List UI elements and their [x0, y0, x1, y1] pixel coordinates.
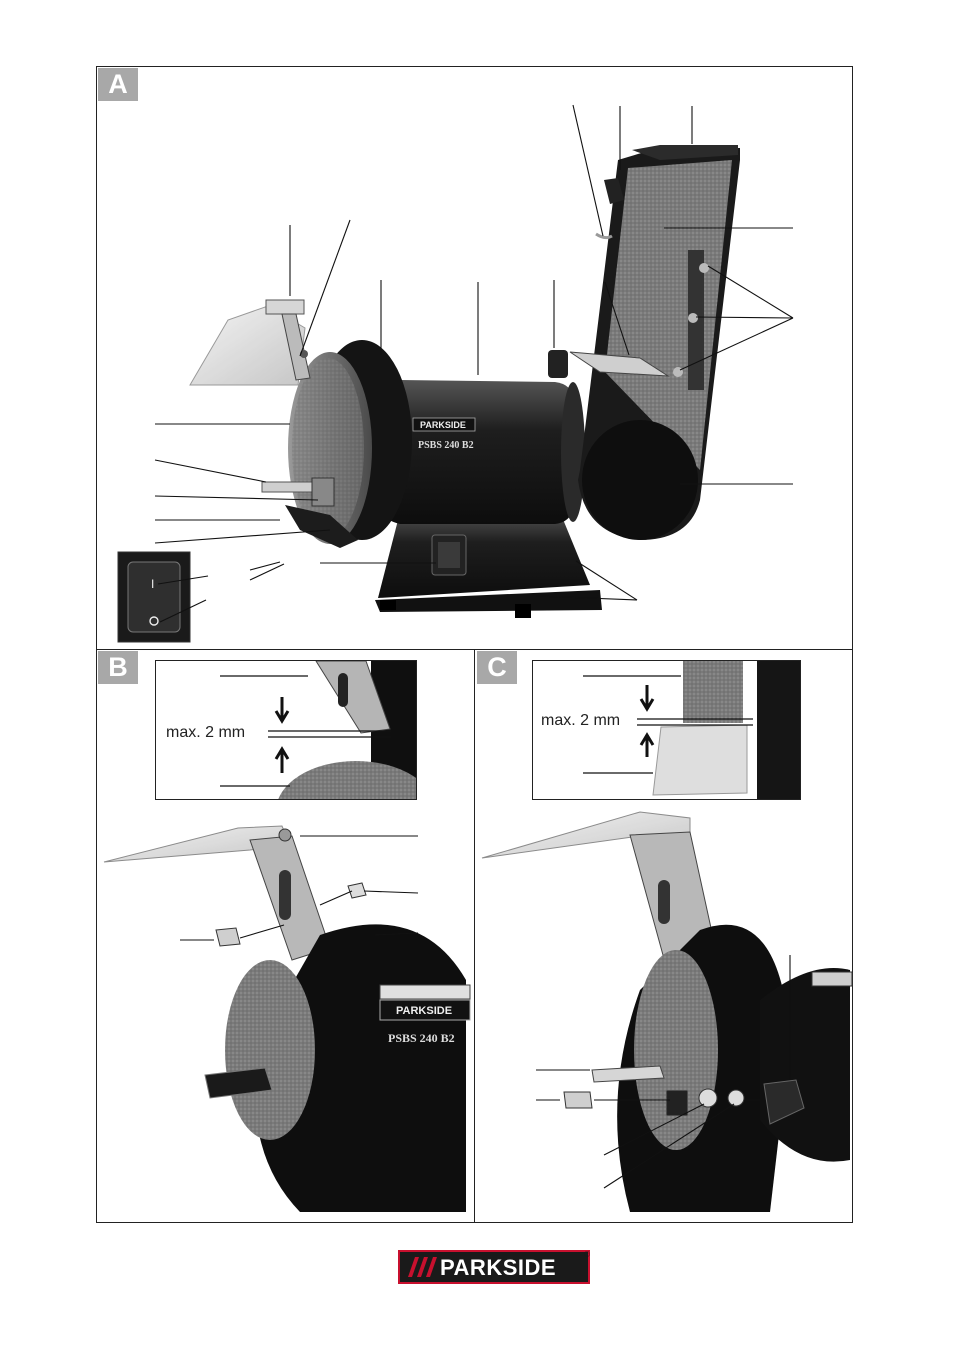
panel-c-gap-label: max. 2 mm [541, 712, 621, 729]
panel-c-washer-icon [698, 1088, 718, 1108]
panel-a-leader-lines [154, 104, 794, 623]
panel-c-knob-icon [763, 1079, 805, 1125]
panel-b-inset-drawing [220, 661, 416, 799]
panel-c-grinding-wheel [634, 950, 718, 1150]
logo-stripes-icon [408, 1257, 437, 1277]
panel-b-tag: B [98, 651, 138, 684]
spark-shield [189, 299, 311, 386]
motor-model-label: PSBS 240 B2 [418, 440, 474, 451]
grinder-base [375, 512, 602, 618]
panel-c-tool-rest [591, 1065, 665, 1083]
panel-c-inset-drawing [583, 661, 800, 799]
panel-c-nut-icon [727, 1089, 745, 1107]
panel-c-screw-icon [563, 1091, 593, 1109]
brand-logo: PARKSIDE ® [398, 1250, 590, 1284]
panel-c-detail-inset: max. 2 mm [532, 660, 801, 800]
panel-b-grinding-wheel [225, 960, 315, 1140]
panel-c-spark-shield [481, 811, 691, 859]
motor-brand-label: PARKSIDE [420, 420, 466, 430]
logo-wordmark: PARKSIDE [440, 1255, 557, 1280]
panel-b-brand-label: PARKSIDE [396, 1005, 452, 1017]
logo-registered-mark: ® [584, 1250, 590, 1259]
panel-divider-vertical [474, 649, 475, 1223]
belt-sander-arm [548, 145, 740, 540]
panel-c-tag: C [477, 651, 517, 684]
panel-a-tag: A [98, 68, 138, 101]
panel-b-detail-inset: max. 2 mm [155, 660, 417, 800]
switch-inset: I [117, 551, 191, 643]
panel-b-gap-label: max. 2 mm [166, 724, 246, 741]
switch-on-symbol: I [151, 577, 154, 591]
grinding-wheel-assembly [261, 340, 412, 548]
panel-b-leader-lines [180, 835, 419, 941]
panel-c-leader-lines [536, 955, 791, 1189]
panel-b-screw-icon [215, 927, 241, 947]
panel-b-nut-icon [347, 882, 367, 899]
panel-b-model-label: PSBS 240 B2 [388, 1031, 455, 1045]
